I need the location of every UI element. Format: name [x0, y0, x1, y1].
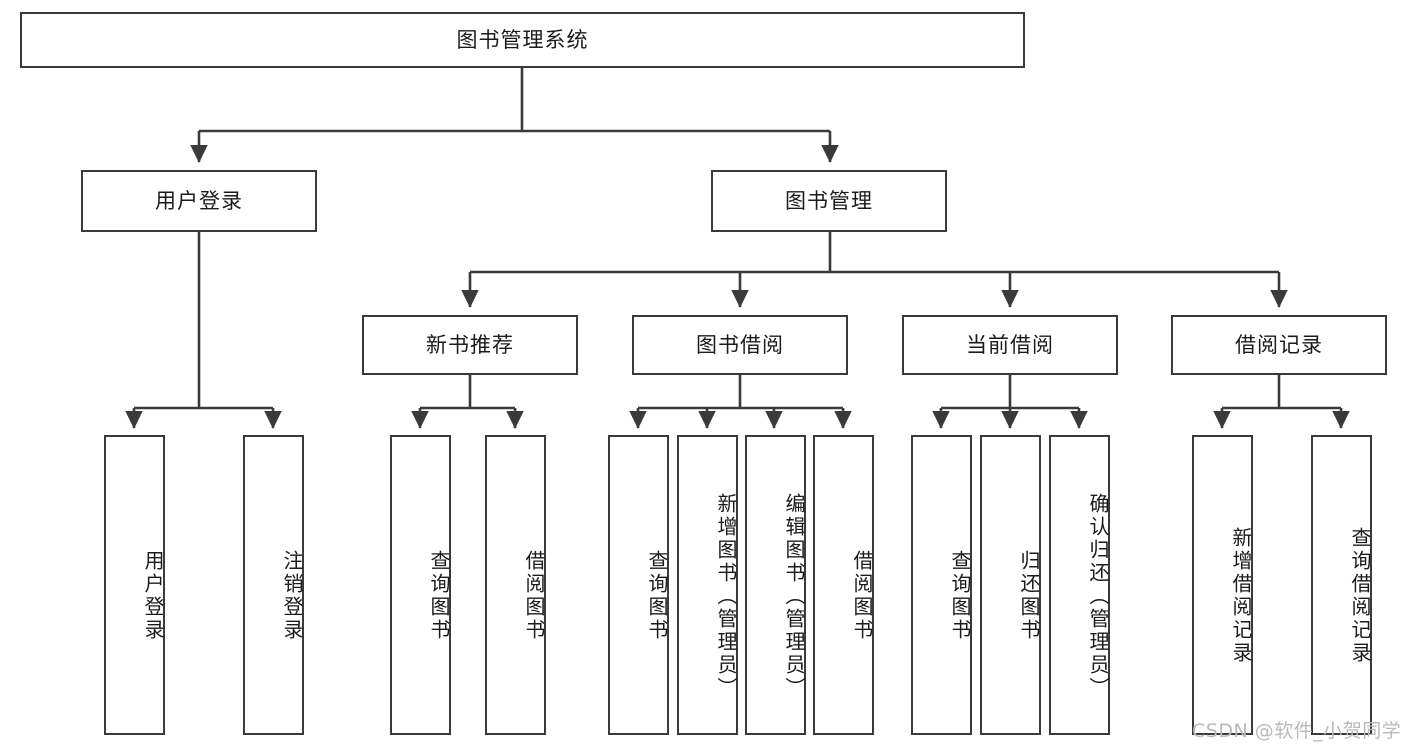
leaf-book-borrow-borrow[interactable]: 借阅图书: [813, 435, 874, 735]
leaf-user-login-signout[interactable]: 注销登录: [243, 435, 304, 735]
leaf-book-borrow-add-label: 新增图书（管理员）: [714, 492, 738, 700]
leaf-user-login-signout-label: 注销登录: [280, 550, 304, 642]
leaf-borrow-record-add-label: 新增借阅记录: [1229, 527, 1253, 665]
leaf-borrow-record-query-label: 查询借阅记录: [1348, 527, 1372, 665]
leaf-book-borrow-borrow-label: 借阅图书: [850, 550, 874, 642]
node-borrow-record[interactable]: 借阅记录: [1171, 315, 1387, 375]
node-borrow-record-label: 借阅记录: [1235, 332, 1323, 357]
node-new-book-recommend-label: 新书推荐: [426, 332, 514, 357]
leaf-current-borrow-query-label: 查询图书: [948, 550, 972, 642]
node-root[interactable]: 图书管理系统: [20, 12, 1025, 68]
leaf-book-borrow-query[interactable]: 查询图书: [608, 435, 669, 735]
node-user-login[interactable]: 用户登录: [81, 170, 317, 232]
leaf-user-login-signin-label: 用户登录: [141, 550, 165, 642]
leaf-user-login-signin[interactable]: 用户登录: [104, 435, 165, 735]
node-book-borrow[interactable]: 图书借阅: [632, 315, 848, 375]
leaf-new-book-query-label: 查询图书: [427, 550, 451, 642]
leaf-new-book-borrow[interactable]: 借阅图书: [485, 435, 546, 735]
leaf-current-borrow-return-label: 归还图书: [1017, 550, 1041, 642]
node-current-borrow-label: 当前借阅: [966, 332, 1054, 357]
leaf-book-borrow-query-label: 查询图书: [645, 550, 669, 642]
node-book-management[interactable]: 图书管理: [711, 170, 947, 232]
leaf-book-borrow-edit[interactable]: 编辑图书（管理员）: [745, 435, 806, 735]
watermark: CSDN @软件_小贺同学: [1192, 720, 1402, 742]
node-root-label: 图书管理系统: [456, 27, 589, 52]
leaf-new-book-query[interactable]: 查询图书: [390, 435, 451, 735]
node-book-borrow-label: 图书借阅: [696, 332, 784, 357]
node-user-login-label: 用户登录: [155, 188, 243, 213]
node-current-borrow[interactable]: 当前借阅: [902, 315, 1118, 375]
leaf-current-borrow-query[interactable]: 查询图书: [911, 435, 972, 735]
leaf-current-borrow-confirm-label: 确认归还（管理员）: [1086, 492, 1110, 700]
node-book-management-label: 图书管理: [785, 188, 873, 213]
leaf-borrow-record-add[interactable]: 新增借阅记录: [1192, 435, 1253, 735]
leaf-book-borrow-edit-label: 编辑图书（管理员）: [782, 492, 806, 700]
node-new-book-recommend[interactable]: 新书推荐: [362, 315, 578, 375]
leaf-current-borrow-confirm[interactable]: 确认归还（管理员）: [1049, 435, 1110, 735]
leaf-new-book-borrow-label: 借阅图书: [522, 550, 546, 642]
leaf-current-borrow-return[interactable]: 归还图书: [980, 435, 1041, 735]
leaf-borrow-record-query[interactable]: 查询借阅记录: [1311, 435, 1372, 735]
leaf-book-borrow-add[interactable]: 新增图书（管理员）: [677, 435, 738, 735]
